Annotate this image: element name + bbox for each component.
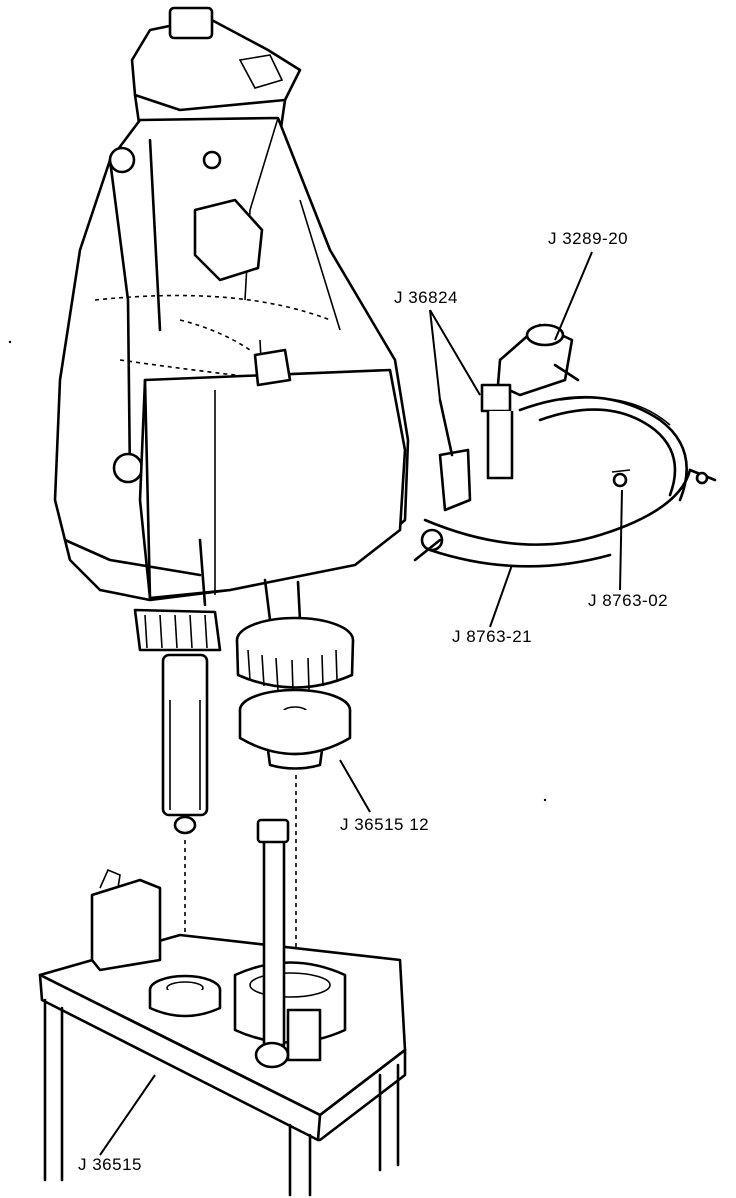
leader-lines	[99, 251, 623, 1156]
transmission-case	[53, 6, 410, 622]
input-shaft	[133, 608, 222, 990]
label-j36824: J 36824	[394, 288, 458, 307]
adapter-ring	[238, 688, 352, 1000]
label-j8763-21: J 8763-21	[452, 627, 533, 646]
output-gear	[235, 616, 355, 693]
label-j3289-20: J 3289-20	[548, 229, 629, 248]
label-j36515-12: J 36515 12	[340, 815, 430, 834]
dial-indicator-assembly	[413, 323, 717, 568]
holding-fixture	[38, 818, 407, 1197]
label-j8763-02: J 8763-02	[588, 591, 669, 610]
label-j36515: J 36515	[78, 1155, 142, 1174]
